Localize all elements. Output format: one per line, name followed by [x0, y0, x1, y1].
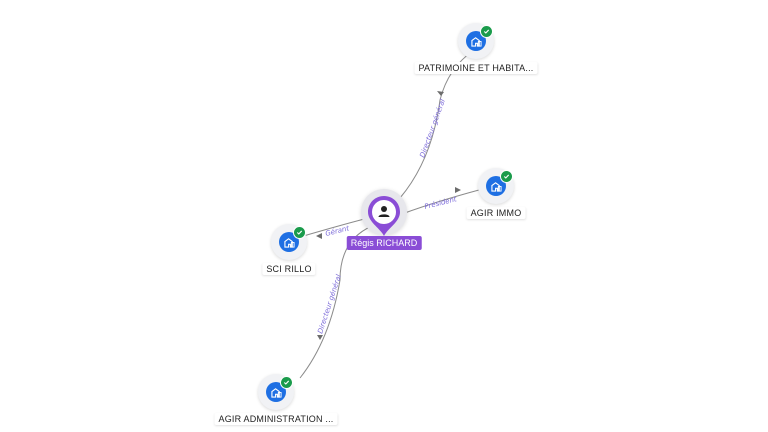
- company-label: AGIR ADMINISTRATION ...: [214, 413, 338, 425]
- edge-label-agir-admin: Directeur général: [316, 274, 343, 335]
- arrow-agir-immo: [455, 187, 461, 193]
- verified-check-icon: [280, 376, 293, 389]
- verified-check-icon: [480, 25, 493, 38]
- verified-check-icon: [293, 226, 306, 239]
- company-label: SCI RILLO: [262, 263, 316, 275]
- edge-label-agir-immo: Président: [424, 195, 458, 211]
- arrow-agir-admin: [317, 335, 323, 340]
- edge-label-patrimoine: Directeur général: [418, 98, 447, 159]
- company-label: AGIR IMMO: [466, 207, 526, 219]
- company-label: PATRIMOINE ET HABITA...: [414, 62, 538, 74]
- verified-check-icon: [500, 170, 513, 183]
- person-icon: [368, 196, 400, 236]
- arrow-patrimoine: [437, 91, 444, 96]
- arrow-sci-rillo: [316, 233, 322, 239]
- person-name-label: Régis RICHARD: [346, 236, 422, 250]
